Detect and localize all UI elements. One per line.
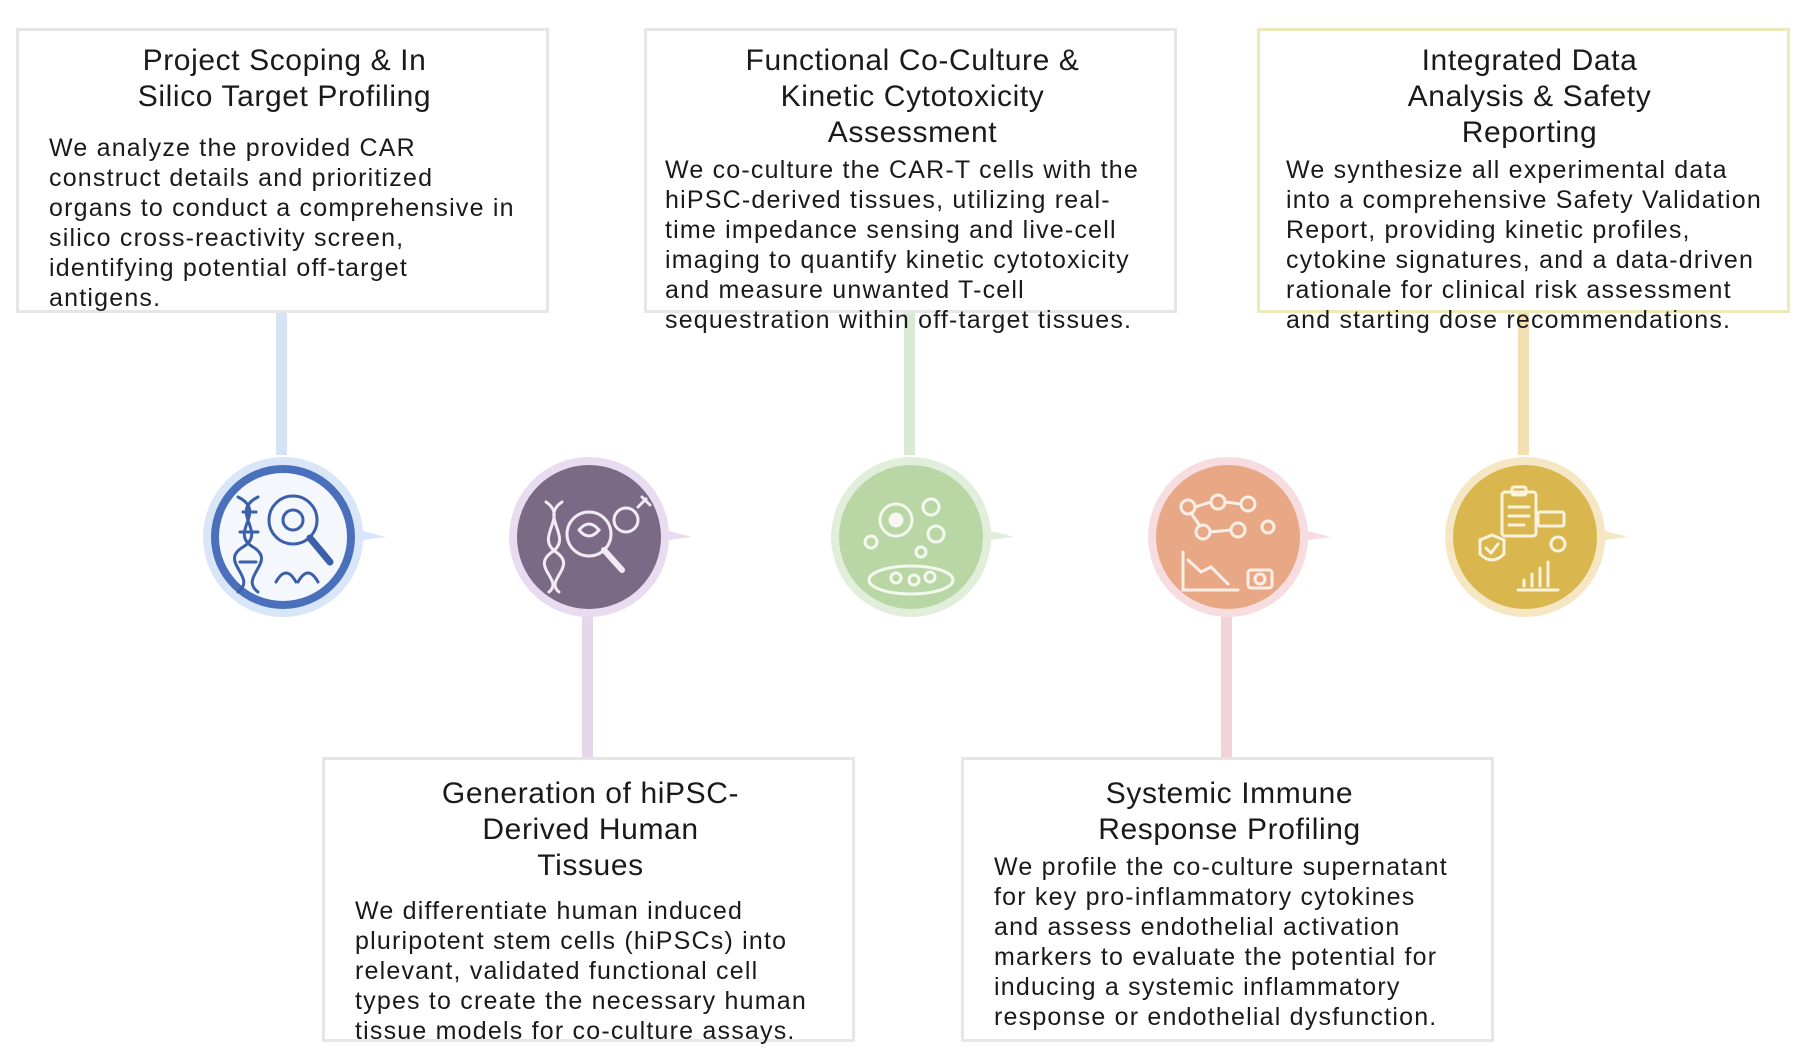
report-shield-chart-icon [1478, 485, 1567, 592]
step-1-description: We analyze the provided CAR construct de… [49, 134, 515, 312]
step-4-card: Systemic Immune Response Profiling We pr… [961, 757, 1494, 1042]
step-4-title: Systemic Immune Response Profiling [1098, 777, 1361, 846]
step-2-node [504, 452, 692, 622]
step-5-card: Integrated Data Analysis & Safety Report… [1257, 28, 1790, 334]
connector-step-3 [904, 305, 915, 455]
step-3-title: Functional Co-Culture & Kinetic Cytotoxi… [745, 44, 1080, 149]
connector-step-4 [1221, 610, 1232, 760]
step-1-card: Project Scoping & In Silico Target Profi… [16, 28, 549, 313]
cells-petri-dish-icon [863, 497, 955, 596]
immune-network-chart-icon [1179, 493, 1276, 592]
step-1-title: Project Scoping & In Silico Target Profi… [137, 44, 432, 113]
dna-brain-magnifier-icon [542, 495, 652, 594]
step-5-node [1440, 452, 1628, 622]
connector-step-2 [582, 610, 593, 760]
connector-step-1 [276, 305, 287, 455]
step-5-description: We synthesize all experimental data into… [1286, 156, 1762, 334]
step-4-description: We profile the co-culture supernatant fo… [994, 853, 1448, 1031]
step-3-description: We co-culture the CAR-T cells with the h… [665, 156, 1139, 334]
step-1-node [198, 452, 386, 622]
step-3-node [826, 452, 1014, 622]
step-4-node [1143, 452, 1331, 622]
step-5-title: Integrated Data Analysis & Safety Report… [1407, 44, 1652, 149]
step-2-description: We differentiate human induced pluripote… [355, 897, 807, 1045]
step-2-title: Generation of hiPSC-Derived Human Tissue… [441, 777, 740, 882]
connector-step-5 [1518, 305, 1529, 455]
step-3-card: Functional Co-Culture & Kinetic Cytotoxi… [644, 28, 1177, 334]
step-2-card: Generation of hiPSC-Derived Human Tissue… [322, 757, 855, 1045]
dna-magnifier-cell-icon [233, 494, 334, 594]
